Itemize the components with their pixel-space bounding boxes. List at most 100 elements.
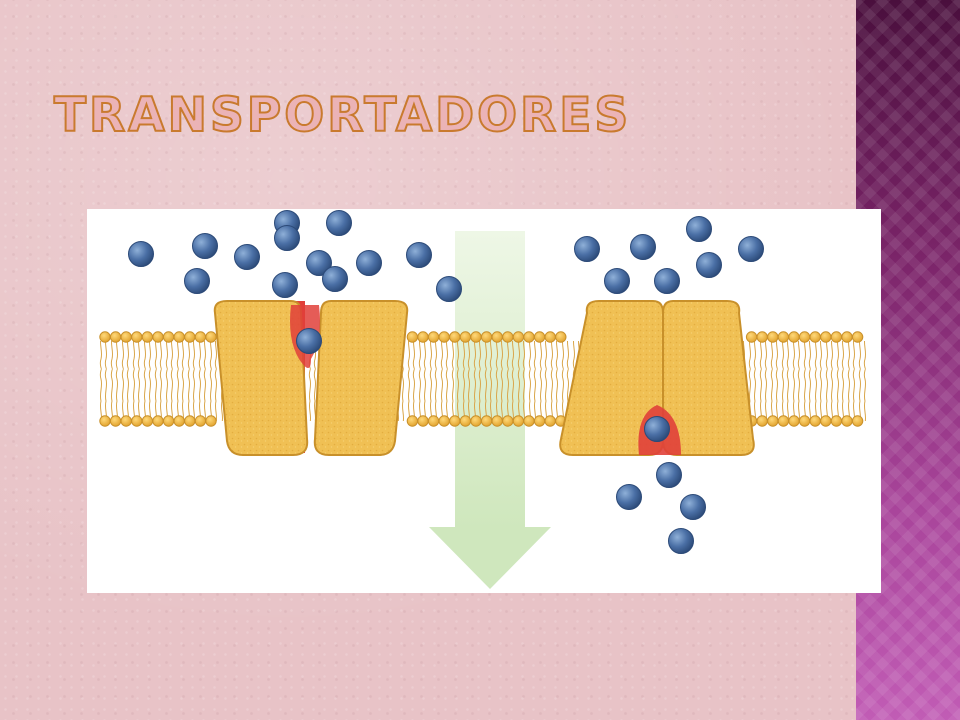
lipid-head	[767, 331, 779, 343]
lipid-head	[417, 331, 429, 343]
solute-molecule	[234, 244, 260, 270]
lipid-head	[427, 415, 440, 427]
protein-subunit-left-b	[313, 300, 409, 456]
lipid-head	[459, 331, 472, 343]
lipid-head	[756, 415, 768, 427]
lipid-bilayer	[99, 331, 869, 427]
lipid-head	[523, 415, 535, 427]
solute-molecule	[644, 416, 670, 442]
lipid-tails	[99, 341, 869, 421]
lipid-head	[851, 415, 864, 427]
lipid-head	[491, 331, 503, 343]
lipid-head	[555, 331, 567, 343]
solute-molecule	[296, 328, 322, 354]
lipid-head	[491, 415, 503, 427]
lipid-head	[205, 331, 217, 343]
lipid-head	[544, 415, 556, 427]
lipid-head	[438, 415, 450, 427]
lipid-heads-top	[99, 331, 864, 343]
lipid-head	[152, 331, 164, 343]
lipid-head	[406, 331, 419, 343]
solute-molecule	[306, 250, 332, 276]
lipid-head	[173, 331, 185, 343]
solute-molecule	[668, 528, 694, 554]
lipid-head	[756, 331, 768, 343]
lipid-head	[194, 331, 207, 343]
solute-molecule	[680, 494, 706, 520]
lipid-head	[184, 415, 196, 427]
carrier-protein-right	[559, 300, 755, 456]
lipid-head	[830, 415, 843, 427]
lipid-head	[417, 415, 429, 427]
lipid-head	[841, 331, 853, 343]
lipid-head	[788, 331, 800, 343]
lipid-head	[798, 331, 811, 343]
solute-molecule	[604, 268, 630, 294]
solute-molecule	[274, 225, 300, 251]
solute-molecule	[616, 484, 642, 510]
lipid-head	[777, 331, 790, 343]
lipid-head	[544, 331, 556, 343]
lipid-head	[788, 415, 800, 427]
lipid-head	[120, 331, 132, 343]
solute-molecule	[574, 236, 600, 262]
lipid-heads-bottom	[99, 415, 864, 427]
lipid-head	[480, 331, 493, 343]
protein-subunit-left-a	[213, 300, 309, 456]
solute-molecule	[272, 272, 298, 298]
lipid-head	[459, 415, 472, 427]
lipid-head	[427, 331, 440, 343]
solute-molecule	[436, 276, 462, 302]
lipid-head	[184, 331, 196, 343]
solute-molecule	[630, 234, 656, 260]
lipid-head	[533, 415, 546, 427]
lipid-head	[141, 415, 154, 427]
solute-molecule	[322, 266, 348, 292]
lipid-head	[512, 415, 525, 427]
lipid-head	[767, 415, 779, 427]
lipid-head	[109, 331, 122, 343]
lipid-head	[131, 415, 143, 427]
solute-molecule	[192, 233, 218, 259]
solute-molecule	[686, 216, 712, 242]
lipid-head	[109, 415, 122, 427]
solute-molecule	[738, 236, 764, 262]
lipid-head	[449, 331, 461, 343]
lipid-head	[120, 415, 132, 427]
lipid-head	[820, 415, 832, 427]
solute-molecules	[128, 210, 764, 554]
lipid-head	[449, 415, 461, 427]
lipid-head	[745, 331, 758, 343]
lipid-head	[820, 331, 832, 343]
solute-molecule	[326, 210, 352, 236]
lipid-head	[99, 415, 111, 427]
lipid-head	[830, 331, 843, 343]
lipid-head	[809, 331, 821, 343]
solute-molecule	[654, 268, 680, 294]
lipid-head	[502, 415, 514, 427]
lipid-head	[162, 415, 175, 427]
solute-molecule	[406, 242, 432, 268]
solute-molecule	[356, 250, 382, 276]
solute-molecule	[184, 268, 210, 294]
solute-molecule	[128, 241, 154, 267]
lipid-head	[502, 331, 514, 343]
carrier-protein-left	[213, 300, 409, 456]
lipid-head	[777, 415, 790, 427]
lipid-head	[798, 415, 811, 427]
lipid-head	[162, 331, 175, 343]
lipid-head	[809, 415, 821, 427]
lipid-head	[438, 331, 450, 343]
lipid-head	[480, 415, 493, 427]
transporter-diagram	[99, 210, 869, 589]
lipid-head	[523, 331, 535, 343]
lipid-head	[406, 415, 419, 427]
transporter-figure	[87, 209, 881, 593]
lipid-head	[470, 415, 482, 427]
lipid-head	[512, 331, 525, 343]
solute-molecule	[696, 252, 722, 278]
lipid-head	[841, 415, 853, 427]
lipid-head	[851, 331, 864, 343]
lipid-head	[533, 331, 546, 343]
lipid-head	[470, 331, 482, 343]
